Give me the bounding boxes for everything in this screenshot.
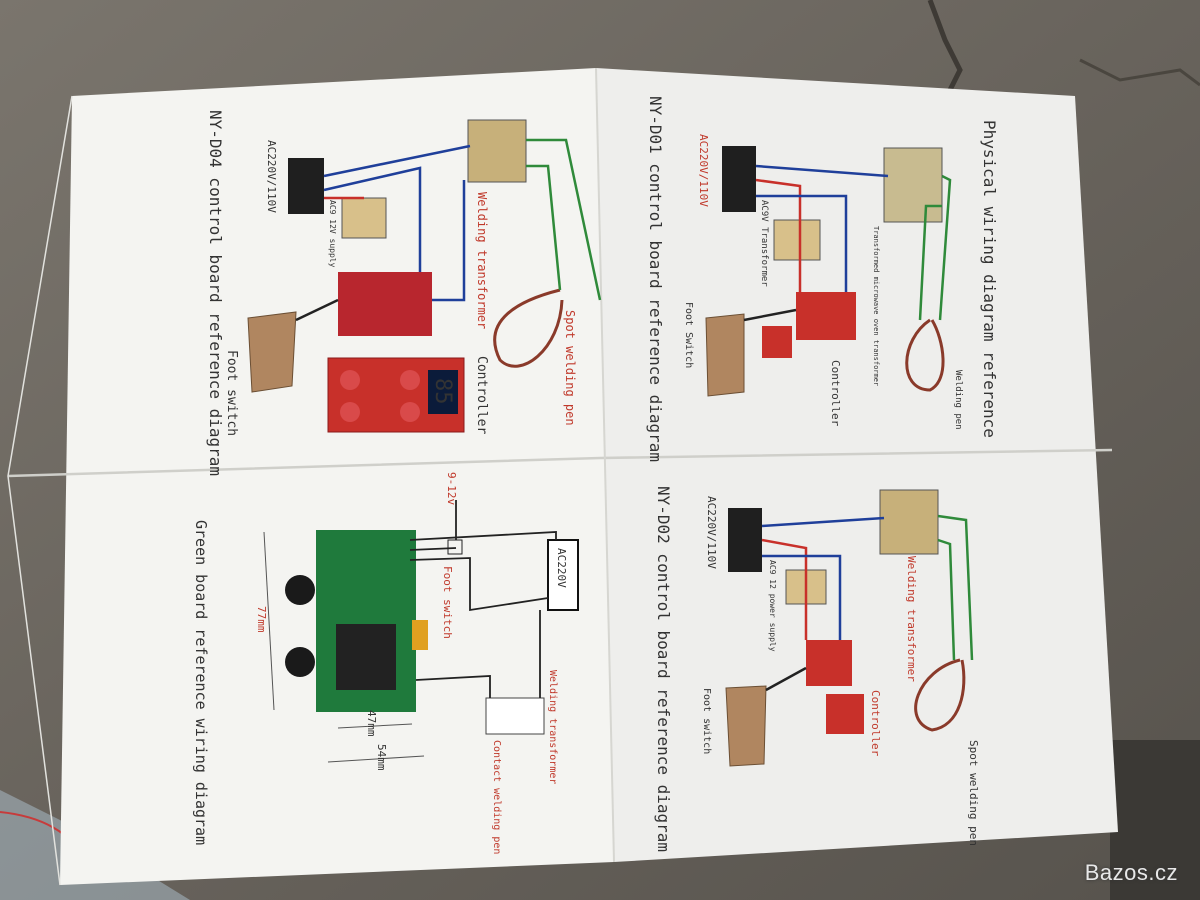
vertical-fold — [595, 67, 615, 863]
paper-sheet — [7, 67, 1118, 886]
panel-display-value: 85 — [430, 378, 455, 405]
panel-knob — [400, 370, 420, 390]
dimension-47: 47mm — [365, 710, 378, 737]
diagram-ny-d01: Physical wiring diagram reference NY-D01… — [646, 96, 999, 462]
panel-knob — [340, 370, 360, 390]
dimension-77: 77mm — [255, 606, 268, 633]
panel-knob — [340, 402, 360, 422]
physical-wiring-heading: Physical wiring diagram reference — [980, 120, 999, 438]
panel-knob — [400, 402, 420, 422]
welding-transformer-box — [485, 697, 545, 735]
welding-transformer-label: Welding transformer — [475, 192, 489, 329]
ny-d04-wires — [295, 138, 602, 322]
diagram-ny-d04: NY-D04 control board reference diagram A… — [206, 110, 602, 476]
controller-label: Controller — [869, 690, 882, 757]
floor-crack-2 — [1079, 58, 1200, 87]
supply-label: AC220V/110V — [265, 140, 278, 213]
paper-left-half — [60, 68, 614, 885]
panel-display — [428, 370, 458, 414]
microwave-transformer-label: Transformed microwave oven transformer — [872, 226, 880, 386]
welding-pen-cable — [905, 318, 945, 392]
foot-switch-label: Foot switch — [224, 350, 239, 436]
dimension-line-77 — [263, 531, 275, 711]
welding-transformer — [879, 489, 939, 555]
paper-left-flap — [7, 95, 73, 886]
ac220v-label: AC220V — [555, 548, 568, 588]
ny-d01-title: NY-D01 control board reference diagram — [646, 96, 665, 462]
controller-board — [806, 640, 852, 686]
relay-block — [336, 624, 396, 690]
ny-d02-title: NY-D02 control board reference diagram — [654, 486, 673, 852]
controller-label: Controller — [474, 356, 489, 434]
terminal-block — [288, 158, 324, 214]
spot-welding-pen-cable — [493, 288, 564, 368]
contact-welding-pen-label: Contact welding pen — [491, 740, 502, 854]
foot-switch-label: Foot switch — [441, 566, 454, 639]
ny-d01-wires — [743, 164, 952, 322]
welding-pen-label: Welding pen — [953, 370, 963, 430]
spot-welding-pen-label: Spot welding pen — [967, 740, 980, 846]
potentiometer-knob — [285, 647, 315, 677]
small-transformer-label: AC9 12V supply — [328, 200, 337, 268]
spot-welding-pen-label: Spot welding pen — [563, 310, 577, 426]
controller-display — [826, 694, 864, 734]
foot-switch-label: Foot switch — [701, 688, 712, 754]
diagram-ny-d02: NY-D02 control board reference diagram A… — [654, 486, 980, 852]
controller-board — [338, 272, 432, 336]
foot-switch — [247, 311, 297, 393]
welding-transformer-label: Welding transformer — [547, 670, 558, 784]
voltage-label: 9-12v — [445, 472, 458, 505]
floor-crack — [927, 0, 963, 92]
dimension-line-47 — [337, 723, 413, 729]
watermark: Bazos.cz — [1084, 860, 1178, 885]
small-transformer — [341, 197, 387, 239]
small-transformer-label: AC9 12 power supply — [768, 560, 777, 652]
ny-d02-wires — [761, 514, 974, 692]
foot-switch-box — [447, 539, 463, 555]
welding-transformer — [467, 119, 527, 183]
controller-display — [762, 326, 792, 358]
dark-floor-edge — [1110, 740, 1200, 900]
spot-welding-pen-cable — [914, 658, 966, 732]
green-board-title: Green board reference wiring diagram — [192, 520, 210, 845]
dimension-line-54 — [327, 755, 425, 763]
supply-label: AC220V/110V — [697, 134, 710, 207]
dimension-54: 54mm — [375, 744, 388, 771]
terminal-block — [722, 146, 756, 212]
controller-board — [796, 292, 856, 340]
green-board-wires — [409, 500, 557, 698]
horizontal-fold — [7, 448, 1113, 478]
supply-label: AC220V/110V — [705, 496, 718, 569]
foot-switch — [705, 313, 745, 397]
ac9-transformer — [773, 219, 821, 261]
controller-label: Controller — [829, 360, 842, 427]
microwave-transformer — [883, 147, 943, 223]
ac220v-box — [547, 539, 579, 611]
fuse — [412, 620, 428, 650]
terminal-block — [728, 508, 762, 572]
foot-switch-label: Foot Switch — [683, 302, 694, 368]
ny-d04-title: NY-D04 control board reference diagram — [206, 110, 225, 476]
diagram-green-board: Green board reference wiring diagram 77m… — [192, 472, 579, 854]
paper-right-half — [596, 68, 1118, 862]
ac9-transformer-label: AC9V Transformer — [759, 200, 769, 287]
potentiometer-knob — [285, 575, 315, 605]
foot-switch — [725, 685, 767, 767]
welding-transformer-label: Welding transformer — [905, 556, 918, 682]
